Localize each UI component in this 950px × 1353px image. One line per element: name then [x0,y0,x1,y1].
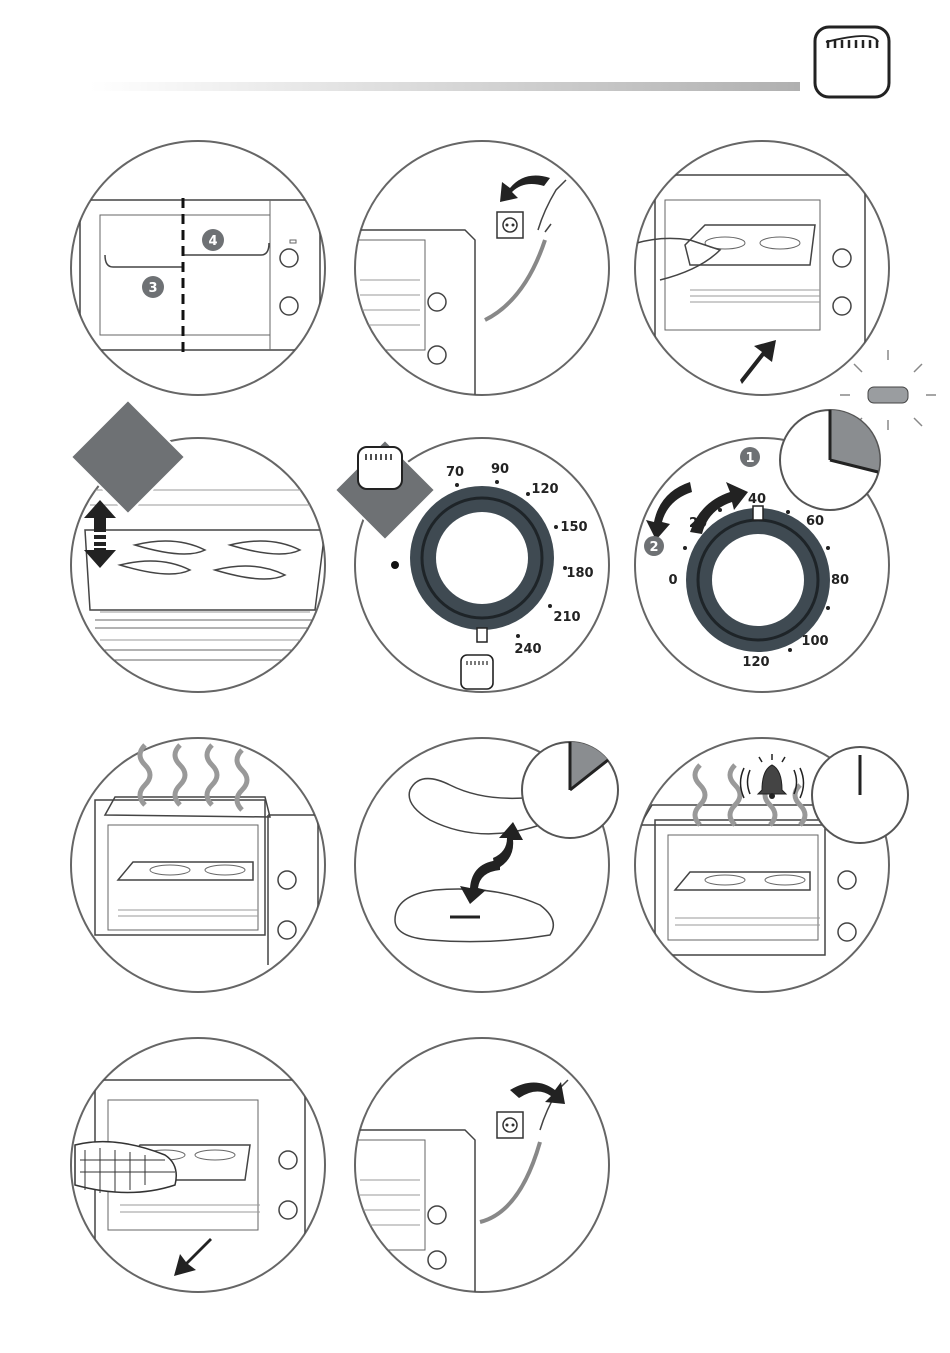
grill-icon [815,27,889,97]
grill-icon [358,447,402,489]
thermostat-value: 70 [446,465,464,480]
timer-value: 40 [748,492,766,507]
header [90,27,889,97]
power-plug-icon [497,212,523,238]
step-unplug [355,1038,609,1300]
clock-icon [812,747,908,843]
step-timer-bell [635,738,908,992]
timer-value: 100 [801,634,828,649]
step-turn-food [355,738,618,992]
timer-value: 0 [668,573,677,588]
timer-value: 60 [806,514,824,529]
step-oven-heating [71,738,325,992]
thermostat-value: 150 [560,520,587,535]
timer-value: 80 [831,573,849,588]
timer-step-one: 1 [745,451,754,466]
clock-icon [522,742,618,838]
power-plug-icon [497,1112,523,1138]
thermostat-value: 180 [566,566,593,581]
header-bar [90,82,800,91]
step-plug-in [355,141,609,400]
step-insert-tray [630,141,889,395]
thermostat-value: 240 [514,642,541,657]
step-shelf-level [71,400,325,692]
timer-value: 120 [742,655,769,670]
thermostat-value: 90 [491,462,509,477]
thermostat-value: 210 [553,610,580,625]
timer-step-two: 2 [649,540,658,555]
step-thermostat-dial: 70 90 120 150 180 210 240 [335,438,609,692]
step-rack-positions: 4 3 [71,141,325,395]
grill-icon [461,655,493,689]
clock-icon [780,410,880,510]
rack-upper-label: 4 [208,234,217,249]
step-remove-tray [71,1038,325,1292]
rack-lower-label: 3 [148,281,157,296]
step-timer-dial: 0 20 40 60 80 100 120 1 2 [635,410,889,692]
thermostat-value: 120 [531,482,558,497]
